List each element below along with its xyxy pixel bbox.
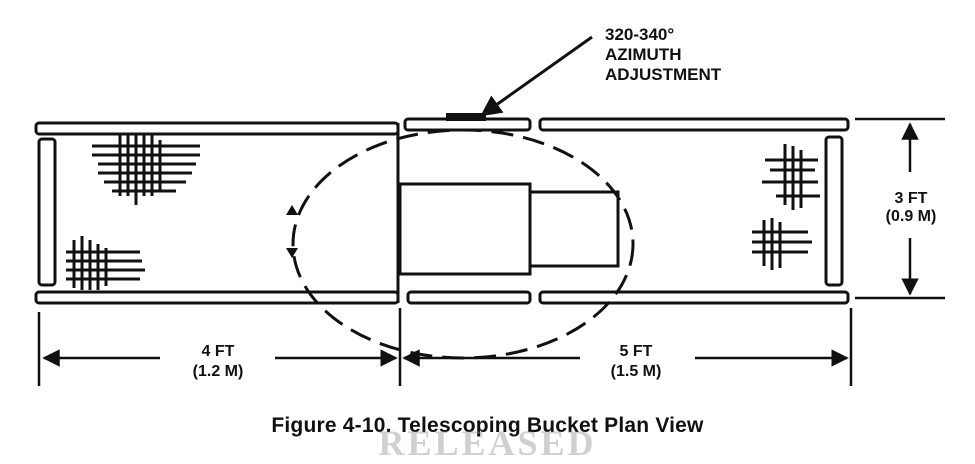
annotation-label-line1: 320-340°	[605, 25, 674, 44]
right-length-ft: 5 FT	[620, 343, 653, 360]
telescoping-boom	[398, 182, 620, 276]
length-dimension-lines	[37, 308, 853, 386]
left-top-rail	[34, 121, 400, 136]
figure-caption: Figure 4-10. Telescoping Bucket Plan Vie…	[271, 414, 704, 437]
left-length-ft: 4 FT	[202, 343, 235, 360]
annotation-label-line3: ADJUSTMENT	[605, 65, 722, 84]
left-length-m: (1.2 M)	[193, 363, 244, 380]
left-hatch-upper	[92, 135, 200, 205]
height-dimension	[855, 117, 945, 300]
bucket-plan-diagram: 320-340° AZIMUTH ADJUSTMENT 3 FT (0.9 M)…	[34, 25, 945, 386]
right-end-pad	[824, 135, 844, 287]
left-bottom-rail	[34, 290, 400, 305]
annotation-label-line2: AZIMUTH	[605, 45, 681, 64]
right-length-m: (1.5 M)	[611, 363, 662, 380]
released-watermark: RELEASED	[378, 423, 597, 463]
right-hatch-lower	[752, 218, 812, 270]
middle-bottom-rail	[406, 290, 532, 305]
right-bucket-section	[403, 117, 850, 305]
height-dimension-m: (0.9 M)	[886, 208, 937, 225]
left-end-pad	[37, 137, 57, 287]
right-top-rail	[538, 117, 850, 132]
height-dimension-ft: 3 FT	[895, 190, 928, 207]
azimuth-adjustment-block	[446, 113, 486, 121]
annotation-leader-arrow	[480, 35, 593, 117]
rotation-arrow-down	[286, 248, 298, 258]
right-hatch-upper	[762, 144, 820, 210]
right-bottom-rail	[538, 290, 850, 305]
left-hatch-lower	[66, 236, 145, 290]
left-bucket-section	[34, 121, 400, 305]
rotation-arrow-up	[286, 205, 298, 215]
